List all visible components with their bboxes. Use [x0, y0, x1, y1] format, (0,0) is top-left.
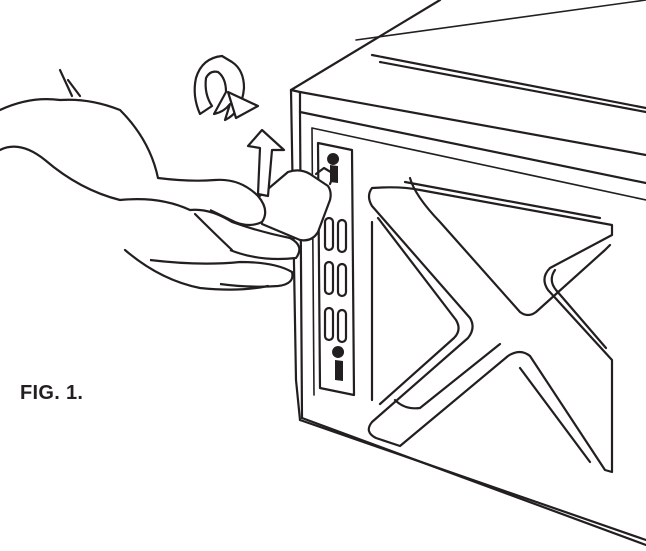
- rail-slot: [323, 306, 335, 342]
- filter-cartridge: [253, 169, 332, 242]
- rail-slot: [336, 218, 348, 254]
- mounting-rail: [316, 141, 356, 397]
- keyhole-top-icon: [327, 153, 340, 183]
- rail-slot: [323, 260, 335, 296]
- rail-slot: [336, 308, 348, 344]
- rail-slot: [336, 262, 348, 298]
- embossed-panel: [367, 176, 614, 474]
- hand-with-cartridge: [0, 68, 336, 291]
- cabinet-top: [289, 0, 646, 185]
- figure-label: FIG. 1.: [20, 382, 84, 404]
- rail-slot: [323, 216, 335, 252]
- up-arrow-icon: [246, 128, 286, 198]
- keyhole-bottom-icon: [332, 346, 345, 381]
- cabinet-side: [289, 88, 646, 547]
- rotate-arrow-icon: [193, 54, 260, 122]
